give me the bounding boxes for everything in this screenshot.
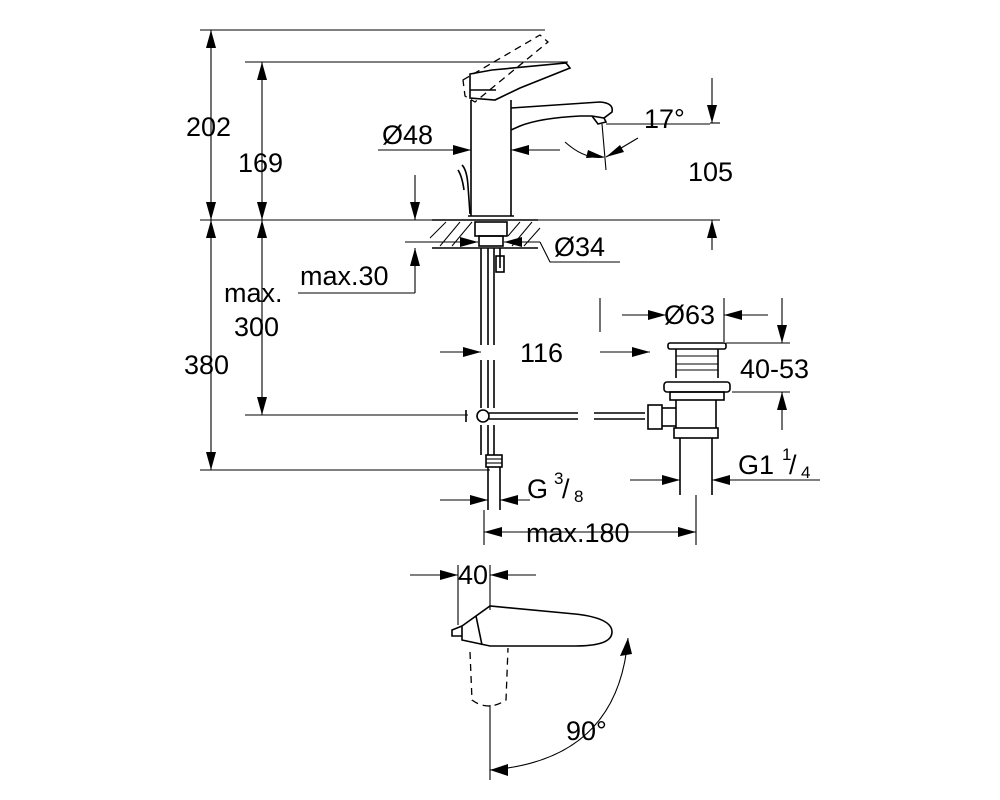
label-g1: G1 — [738, 450, 774, 480]
dimension-17deg — [564, 123, 710, 171]
label-90deg: 90° — [566, 716, 607, 746]
label-202: 202 — [186, 112, 231, 142]
label-g1-denominator: 4 — [801, 463, 810, 482]
dimension-105 — [707, 78, 717, 250]
faucet-body — [457, 34, 614, 217]
label-17deg: 17° — [644, 104, 685, 134]
dimension-380 — [206, 220, 216, 470]
countertop-section — [429, 219, 541, 249]
label-diameter-34: Ø34 — [554, 232, 605, 262]
label-116: 116 — [520, 338, 563, 368]
label-169: 169 — [238, 148, 283, 178]
label-40-53: 40-53 — [740, 354, 809, 384]
label-g1-slash: / — [789, 450, 797, 480]
dimension-202 — [206, 30, 216, 220]
label-105: 105 — [688, 157, 733, 187]
label-380: 380 — [184, 350, 229, 380]
label-g-denominator: 8 — [574, 487, 583, 506]
label-max-word: max. — [224, 278, 283, 308]
label-g: G — [527, 474, 548, 504]
dimension-169 — [257, 62, 267, 220]
label-max180: max.180 — [526, 518, 630, 548]
dimension-diameter-34 — [405, 237, 620, 263]
label-g1-numerator: 1 — [782, 445, 791, 464]
dimension-max300 — [257, 220, 267, 415]
label-max30: max.30 — [300, 261, 389, 291]
dimension-116 — [440, 347, 650, 357]
dimension-deck-thickness — [298, 175, 420, 294]
dimension-diameter-63 — [599, 298, 768, 342]
dimension-g-3-8 — [440, 495, 530, 505]
waste-body — [647, 342, 731, 495]
label-g-slash: / — [562, 474, 570, 504]
label-g-numerator: 3 — [554, 469, 563, 488]
dimension-max180 — [483, 495, 697, 545]
label-40: 40 — [458, 560, 488, 590]
dimension-40-53 — [726, 298, 790, 430]
dimension-diameter-48 — [378, 145, 560, 155]
supply-hoses — [480, 248, 505, 510]
extension-lines — [200, 29, 720, 471]
label-diameter-48: Ø48 — [382, 120, 433, 150]
pull-rod — [465, 409, 645, 423]
label-300: 300 — [234, 312, 279, 342]
dimension-labels: 202 169 Ø48 17° 105 Ø34 max.30 max. 300 … — [184, 104, 810, 746]
faucet-top-view — [410, 565, 632, 780]
label-diameter-63: Ø63 — [664, 300, 715, 330]
dimension-g1-1-4 — [630, 475, 820, 485]
